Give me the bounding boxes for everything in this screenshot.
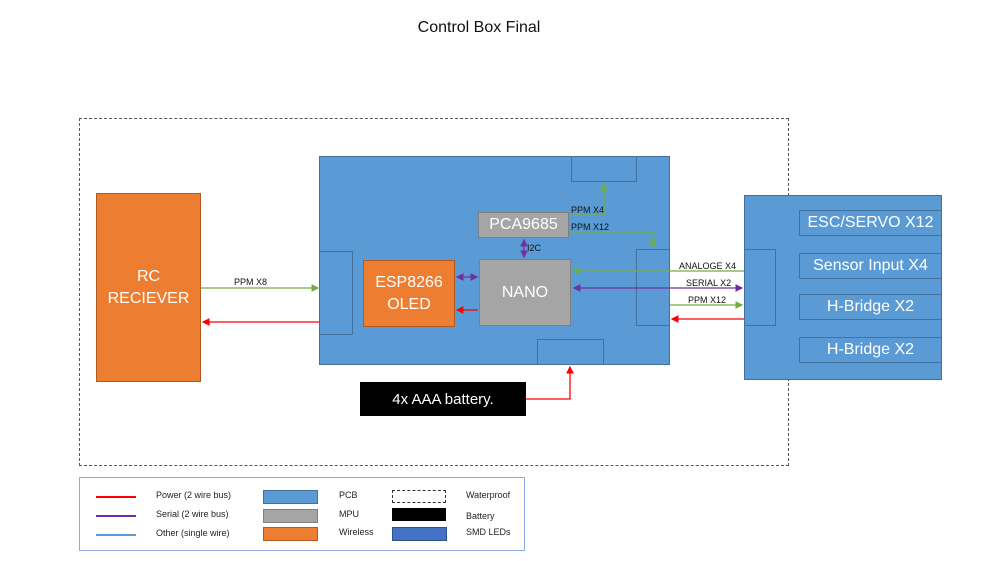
output-label: H-Bridge X2 (826, 298, 915, 315)
rc-receiver-label-2: RECIEVER (107, 289, 190, 307)
output-h-bridge-1: H-Bridge X2 (799, 294, 942, 320)
esp-label-1: ESP8266 (375, 273, 443, 291)
diagram-title: Control Box Final (417, 19, 541, 36)
output-label: Sensor Input X4 (813, 257, 928, 274)
label-i2c: I2C (527, 243, 542, 253)
output-label: H-Bridge X2 (826, 341, 915, 358)
label-ppm-x8: PPM X8 (234, 277, 268, 287)
nano-label: NANO (501, 283, 549, 301)
output-board-connector (744, 249, 776, 326)
legend-pcb-label: PCB (339, 490, 358, 500)
legend-mpu-label: MPU (339, 509, 359, 519)
output-sensor-input: Sensor Input X4 (799, 253, 942, 279)
legend-power-line (96, 496, 136, 498)
label-ppm-x12-top: PPM X12 (571, 222, 610, 232)
legend-waterproof-label: Waterproof (466, 490, 511, 500)
pcb-left-connector (319, 251, 353, 335)
legend-smd-leds-label: SMD LEDs (466, 527, 511, 537)
wire-battery-power (526, 365, 574, 400)
legend-mpu-swatch (263, 509, 318, 523)
legend-serial-label: Serial (2 wire bus) (156, 509, 229, 519)
label-ppm-x4: PPM X4 (571, 205, 605, 215)
rc-receiver-block: RC RECIEVER (96, 193, 201, 382)
wire-ppm-x4 (569, 182, 608, 216)
esp8266-oled-module: ESP8266 OLED (363, 260, 455, 327)
pca9685-module: PCA9685 (478, 212, 569, 238)
legend-power-label: Power (2 wire bus) (156, 490, 232, 500)
legend-wireless-swatch (263, 527, 318, 541)
output-label: ESC/SERVO X12 (807, 214, 934, 231)
legend-pcb-swatch (263, 490, 318, 504)
legend-waterproof-swatch (392, 490, 446, 503)
output-h-bridge-2: H-Bridge X2 (799, 337, 942, 363)
battery-label: 4x AAA battery. (392, 390, 494, 408)
legend-smd-leds-swatch (392, 527, 447, 541)
battery-block: 4x AAA battery. (360, 382, 526, 416)
pcb-bottom-connector (537, 339, 604, 365)
label-serial-x2: SERIAL X2 (686, 278, 732, 288)
legend-battery-label: Battery (466, 511, 495, 521)
legend-battery-swatch (392, 508, 446, 521)
legend-wireless-label: Wireless (339, 527, 374, 537)
legend-other-label: Other (single wire) (156, 528, 230, 538)
label-ppm-x12-right: PPM X12 (688, 295, 727, 305)
label-analoge-x4: ANALOGE X4 (679, 261, 737, 271)
esp-label-2: OLED (387, 295, 431, 313)
pca9685-label: PCA9685 (489, 216, 558, 233)
pcb-top-connector (571, 156, 637, 182)
wire-ppm-x12-top (569, 231, 657, 249)
legend: Power (2 wire bus) Serial (2 wire bus) O… (79, 477, 525, 551)
output-esc-servo: ESC/SERVO X12 (799, 210, 942, 236)
rc-receiver-label-1: RC (136, 267, 161, 285)
nano-module: NANO (479, 259, 571, 326)
legend-other-line (96, 534, 136, 536)
legend-serial-line (96, 515, 136, 517)
